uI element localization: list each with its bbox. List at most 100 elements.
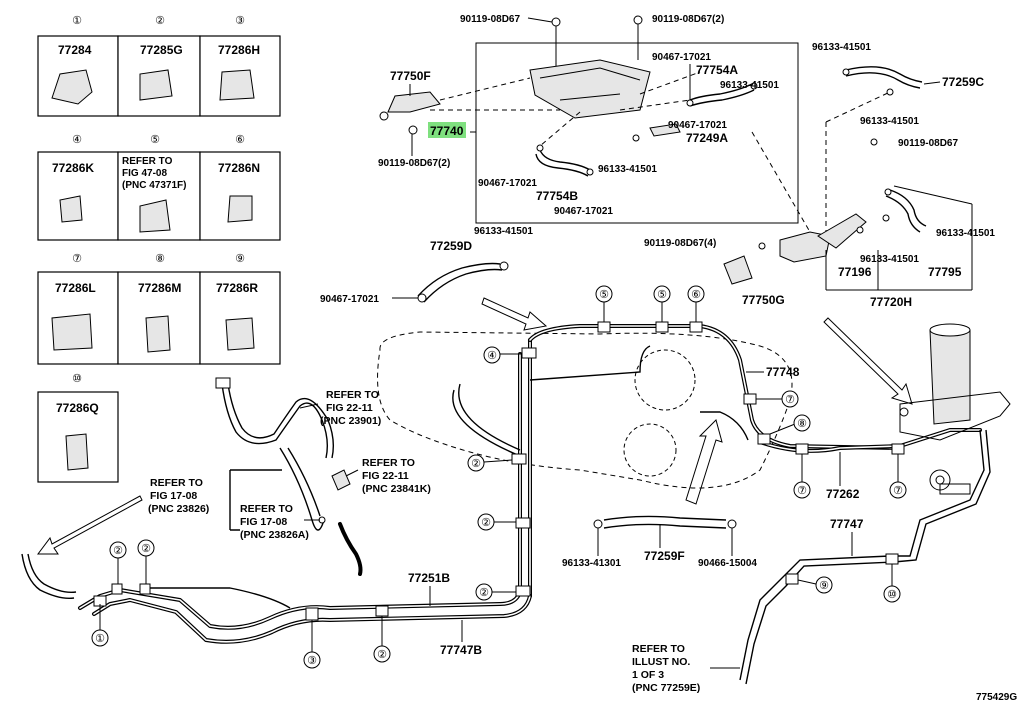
index-cell-10[interactable]: ⑩ 77286Q <box>37 373 119 483</box>
clip-icon <box>51 69 93 105</box>
part-label[interactable]: 77748 <box>766 365 800 379</box>
part-label[interactable]: 96133-41501 <box>860 116 919 127</box>
callout-label: ⑦ <box>893 485 903 497</box>
part-label[interactable]: 77754A <box>696 63 738 77</box>
callout-label: ⑤ <box>657 289 667 301</box>
part-label-highlighted[interactable]: 77740 <box>430 124 464 138</box>
index-part: 77285G <box>140 43 183 57</box>
part-labels: 90119-08D67 90119-08D67(2) 90467-17021 7… <box>320 14 995 657</box>
clip-icon <box>219 69 255 101</box>
index-cell-2[interactable]: ② 77285G <box>117 15 201 117</box>
clip-icon <box>51 313 93 351</box>
part-label[interactable]: 77259F <box>644 549 685 563</box>
callout-label: ② <box>471 458 481 470</box>
part-label[interactable]: 96133-41501 <box>720 80 779 91</box>
index-cell-4[interactable]: ④ 77286K <box>37 134 119 241</box>
part-label[interactable]: 90467-17021 <box>320 294 379 305</box>
part-label[interactable]: 77259D <box>430 239 472 253</box>
callout-label: ⑨ <box>819 580 829 592</box>
refer-notes: REFER TO FIG 22-11 (PNC 23901) REFER TO … <box>148 389 740 694</box>
part-label[interactable]: 77720H <box>870 295 912 309</box>
callout-8: ⑧ <box>769 414 811 435</box>
bracket-77750F <box>387 91 441 113</box>
callout-label: ④ <box>487 350 497 362</box>
svg-text:FIG 17-08: FIG 17-08 <box>240 516 287 528</box>
clip-icon <box>225 317 255 351</box>
index-part: 77286R <box>216 281 258 295</box>
callout-label: ⑥ <box>691 289 701 301</box>
part-label[interactable]: 77795 <box>928 265 962 279</box>
part-label[interactable]: 77754B <box>536 189 578 203</box>
part-label[interactable]: 90119-08D67(2) <box>652 14 724 25</box>
part-label[interactable]: 77747B <box>440 643 482 657</box>
index-cell-7[interactable]: ⑦ 77286L <box>37 253 119 365</box>
part-label[interactable]: 77249A <box>686 131 728 145</box>
callout-7: ⑦ <box>889 454 907 499</box>
part-label[interactable]: 90467-17021 <box>554 206 613 217</box>
refer-note[interactable]: REFER TO FIG 17-08 (PNC 23826) <box>148 477 209 515</box>
refer-note[interactable]: REFER TO FIG 22-11 (PNC 23901) <box>299 389 381 427</box>
part-label[interactable]: 90119-08D67(2) <box>378 158 450 169</box>
svg-text:(PNC 23901): (PNC 23901) <box>320 415 381 427</box>
part-label[interactable]: 90466-15004 <box>698 558 757 569</box>
callout-2: ② <box>467 454 513 472</box>
index-num: ⑥ <box>235 134 245 146</box>
diagram-id: 775429G <box>976 692 1017 703</box>
callout-label: ⑩ <box>887 589 897 601</box>
index-cell-9[interactable]: ⑨ 77286R <box>199 253 281 365</box>
clip-icon <box>227 195 253 223</box>
refer-note[interactable]: REFER TO FIG 22-11 (PNC 23841K) <box>345 457 431 495</box>
part-label[interactable]: 96133-41501 <box>598 164 657 175</box>
index-part: 77284 <box>58 43 92 57</box>
index-part: 77286Q <box>56 401 99 415</box>
part-label[interactable]: 90467-17021 <box>478 178 537 189</box>
svg-text:(PNC 23826): (PNC 23826) <box>148 503 209 515</box>
callout-1: ① <box>91 604 109 647</box>
part-label[interactable]: 77251B <box>408 571 450 585</box>
engine-side-hoses <box>215 377 363 576</box>
callout-label: ⑦ <box>797 485 807 497</box>
index-num: ② <box>155 15 165 27</box>
callout-label: ② <box>481 517 491 529</box>
part-label[interactable]: 90119-08D67(4) <box>644 238 716 249</box>
part-label[interactable]: 77196 <box>838 265 872 279</box>
callout-label: ⑦ <box>785 394 795 406</box>
part-label[interactable]: 90467-17021 <box>668 120 727 131</box>
index-ref-line: FIG 47-08 <box>122 168 167 179</box>
part-label[interactable]: 77747 <box>830 517 864 531</box>
part-label[interactable]: 96133-41501 <box>936 228 995 239</box>
index-part: 77286M <box>138 281 181 295</box>
index-num: ⑦ <box>72 253 82 265</box>
part-label[interactable]: 77262 <box>826 487 860 501</box>
part-label[interactable]: 96133-41501 <box>812 42 871 53</box>
callouts: ① ② ② ③ ② ② ② <box>91 285 907 669</box>
index-cell-8[interactable]: ⑧ 77286M <box>117 253 201 365</box>
index-cell-1[interactable]: ① 77284 <box>37 15 119 117</box>
refer-note[interactable]: REFER TO ILLUST NO. 1 OF 3 (PNC 77259E) <box>632 643 740 694</box>
svg-text:FIG 17-08: FIG 17-08 <box>150 490 197 502</box>
part-label[interactable]: 77750F <box>390 69 431 83</box>
svg-text:FIG 22-11: FIG 22-11 <box>362 470 409 482</box>
index-cell-6[interactable]: ⑥ 77286N <box>199 134 281 241</box>
part-label[interactable]: 96133-41501 <box>860 254 919 265</box>
svg-text:REFER TO: REFER TO <box>150 477 203 489</box>
svg-text:REFER TO: REFER TO <box>240 503 293 515</box>
clip-icon <box>59 195 83 223</box>
part-label[interactable]: 90119-08D67 <box>460 14 520 25</box>
refer-note[interactable]: REFER TO FIG 17-08 (PNC 23826A) <box>240 503 320 541</box>
clip-index-grid: ① 77284 ② 77285G ③ 77286H ④ 77286K ⑤ R <box>37 15 281 483</box>
part-label[interactable]: 90119-08D67 <box>898 138 958 149</box>
svg-text:(PNC 23826A): (PNC 23826A) <box>240 529 309 541</box>
index-cell-5[interactable]: ⑤ REFER TO FIG 47-08 (PNC 47371F) <box>117 134 201 241</box>
index-ref-line: REFER TO <box>122 156 173 167</box>
part-label[interactable]: 96133-41501 <box>474 226 533 237</box>
part-label[interactable]: 77259C <box>942 75 984 89</box>
svg-text:(PNC 77259E): (PNC 77259E) <box>632 682 700 694</box>
part-label[interactable]: 96133-41301 <box>562 558 621 569</box>
callout-2: ② <box>477 513 516 531</box>
index-cell-3[interactable]: ③ 77286H <box>199 15 281 117</box>
callout-9: ⑨ <box>797 576 833 594</box>
part-label[interactable]: 77750G <box>742 293 785 307</box>
part-label[interactable]: 90467-17021 <box>652 52 711 63</box>
index-num: ⑨ <box>235 253 245 265</box>
